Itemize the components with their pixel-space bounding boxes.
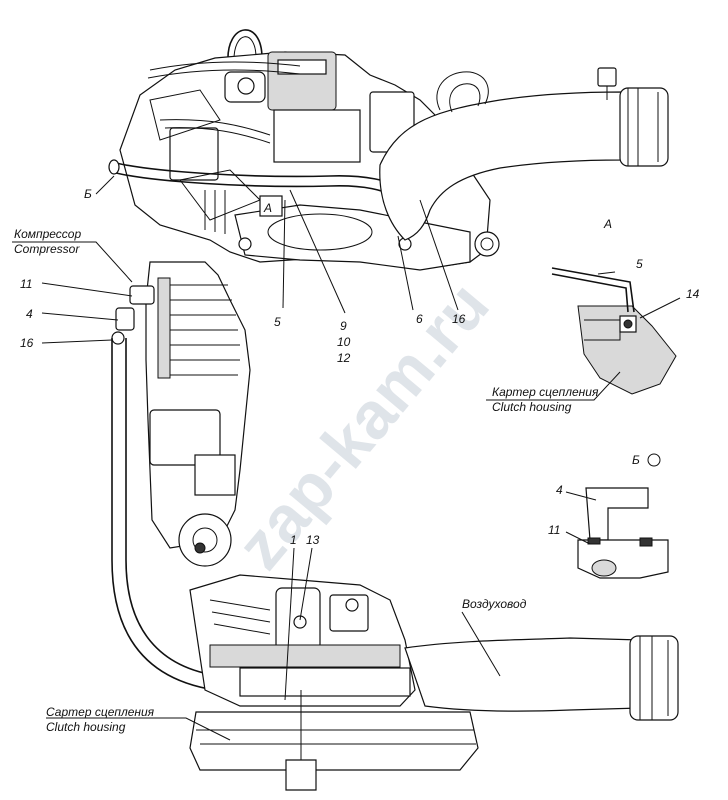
view-a-inset-title: А: [603, 217, 612, 231]
callout-6: 6: [416, 312, 423, 326]
lower-engine-assembly: [111, 261, 679, 791]
view-b-inset-title: Б: [632, 453, 640, 467]
callout-16-main: 16: [452, 312, 466, 326]
clutch-housing-label-ru-top: Картер сцепления: [492, 385, 599, 399]
view-a-marker: А: [263, 201, 272, 215]
callout-11-inset: 11: [548, 523, 560, 537]
upper-engine-assembly: [108, 29, 669, 271]
inset-view-b: [577, 453, 669, 579]
callout-9: 9: [340, 319, 347, 333]
leader-lines: [12, 175, 681, 741]
compressor-label-ru: Компрессор: [14, 227, 81, 241]
callout-1: 1: [290, 533, 297, 547]
callout-13: 13: [306, 533, 320, 547]
callout-14: 14: [686, 287, 700, 301]
callout-4-inset: 4: [556, 483, 563, 497]
inset-view-a: [551, 267, 677, 395]
callout-4: 4: [26, 307, 33, 321]
clutch-housing-label-ru-bottom: Сартер сцепления: [46, 705, 155, 719]
callout-12: 12: [337, 351, 351, 365]
callout-5-inset: 5: [636, 257, 643, 271]
callout-11: 11: [20, 277, 32, 291]
clutch-housing-label-en-bottom: Clutch housing: [46, 720, 126, 734]
view-b-marker: Б: [84, 187, 92, 201]
callout-10: 10: [337, 335, 351, 349]
callout-16-left: 16: [20, 336, 34, 350]
clutch-housing-label-en-top: Clutch housing: [492, 400, 572, 414]
callout-5-main: 5: [274, 315, 281, 329]
air-duct-label: Воздуховод: [462, 597, 527, 611]
compressor-label-en: Compressor: [14, 242, 80, 256]
